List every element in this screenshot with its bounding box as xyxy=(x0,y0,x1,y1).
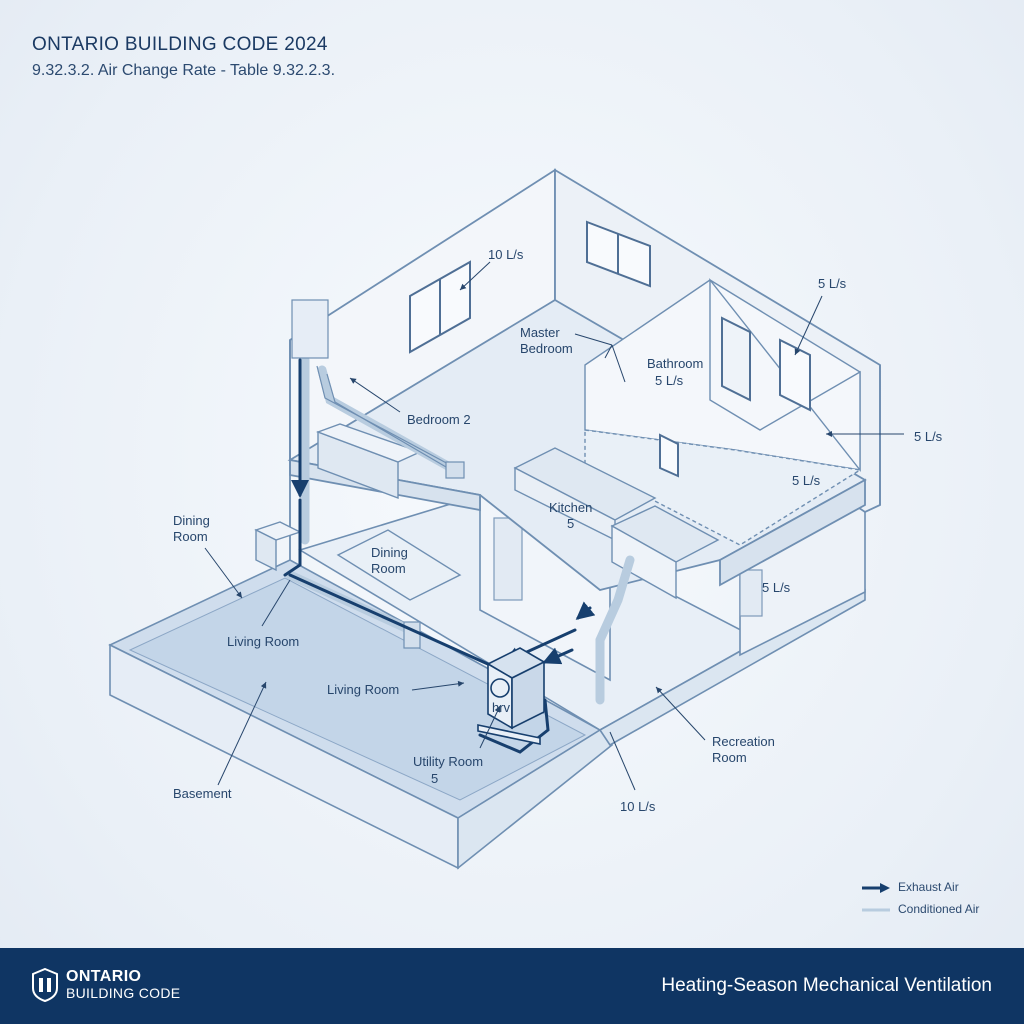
leader-lines xyxy=(204,261,904,791)
page-title: ONTARIO BUILDING CODE 2024 xyxy=(32,34,328,55)
page-subtitle: 9.32.3.2. Air Change Rate - Table 9.32.2… xyxy=(32,62,336,79)
legend: Exhaust Air Conditioned Air xyxy=(862,876,979,920)
kitchen-label: Kitchen xyxy=(549,500,592,515)
bathroom-rate-label: 5 L/s xyxy=(655,373,684,388)
legend-conditioned: Conditioned Air xyxy=(862,898,979,920)
recreation-rate-label: 10 L/s xyxy=(620,799,656,814)
dining-line1: Dining xyxy=(371,545,408,560)
exhaust-swatch-icon xyxy=(862,882,890,893)
footer-logo-line1: ONTARIO xyxy=(66,968,142,985)
dining-ext-line2: Room xyxy=(173,529,208,544)
windows xyxy=(409,220,811,478)
bedroom-2-rate-label: 10 L/s xyxy=(488,247,524,262)
legend-exhaust-label: Exhaust Air xyxy=(898,880,959,894)
fixtures xyxy=(254,423,720,601)
right-rate-label: 5 L/s xyxy=(914,429,943,444)
lower-right-rate-label: 5 L/s xyxy=(762,580,791,595)
recreation-line2: Room xyxy=(712,750,747,765)
footer-logo: ONTARIO BUILDING CODE xyxy=(32,968,180,1002)
recreation-line1: Recreation xyxy=(712,734,775,749)
legend-exhaust: Exhaust Air xyxy=(862,876,979,898)
duct-outlines xyxy=(291,299,465,649)
utility-rate-label: 5 xyxy=(431,771,438,786)
footer-caption: Heating-Season Mechanical Ventilation xyxy=(661,975,992,996)
top-right-rate-label: 5 L/s xyxy=(818,276,847,291)
master-bedroom-line2: Bedroom xyxy=(520,341,573,356)
footer-bar: ONTARIO BUILDING CODE Heating-Season Mec… xyxy=(0,948,1024,1024)
hrv-unit: hrv xyxy=(477,647,546,745)
dining-ext-line1: Dining xyxy=(173,513,210,528)
footer-logo-line2: BUILDING CODE xyxy=(66,985,181,1001)
bedroom-2-label: Bedroom 2 xyxy=(407,412,471,427)
kitchen-rate-label: 5 xyxy=(567,516,574,531)
master-bedroom-line1: Master xyxy=(520,325,560,340)
upper-room-rate-label: 5 L/s xyxy=(792,473,821,488)
building-code-logo-icon xyxy=(32,968,58,1002)
basement-label: Basement xyxy=(173,786,232,801)
basement-slab xyxy=(108,559,614,870)
living-room-label-1: Living Room xyxy=(227,634,299,649)
legend-conditioned-label: Conditioned Air xyxy=(898,902,980,916)
header: ONTARIO BUILDING CODE 2024 9.32.3.2. Air… xyxy=(32,34,335,80)
living-room-label-2: Living Room xyxy=(327,682,399,697)
conditioned-swatch-icon xyxy=(862,904,890,914)
utility-room-label: Utility Room xyxy=(413,754,483,769)
bathroom-label: Bathroom xyxy=(647,356,703,371)
dining-line2: Room xyxy=(371,561,406,576)
hrv-unit-label: hrv xyxy=(492,700,511,715)
